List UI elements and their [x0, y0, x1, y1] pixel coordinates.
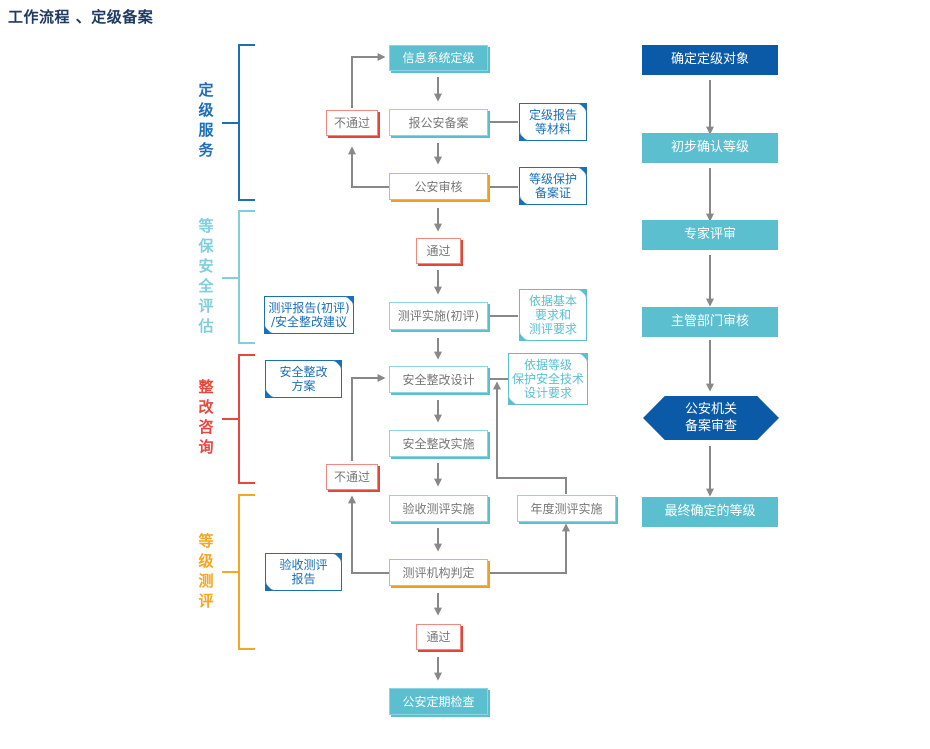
- phase-label-grading-service: 定 级 服 务: [196, 80, 216, 160]
- step-police-periodic-check[interactable]: 公安定期检查: [389, 688, 488, 715]
- bracket-phase1: [222, 44, 255, 201]
- right-step-initial-confirm[interactable]: 初步确认等级: [642, 133, 778, 163]
- step-rectify-design[interactable]: 安全整改设计: [389, 366, 488, 393]
- doc-protection-certificate[interactable]: 等级保护 备案证: [519, 167, 587, 205]
- phase-char: 估: [198, 317, 214, 335]
- phase-char: 等: [198, 217, 214, 235]
- doc-line: 要求和: [534, 308, 571, 322]
- phase-char: 定: [198, 81, 214, 99]
- step-acceptance-eval[interactable]: 验收测评实施: [389, 495, 488, 522]
- phase-label-level-evaluation: 等 级 测 评: [196, 531, 216, 611]
- bracket-phase3: [222, 354, 255, 484]
- pass-box-1[interactable]: 通过: [416, 238, 461, 264]
- doc-basis-tech-requirements[interactable]: 依据等级 保护安全技术 设计要求: [508, 353, 588, 405]
- doc-line: 安全整改: [279, 365, 328, 379]
- doc-line: 设计要求: [523, 386, 572, 400]
- step-annual-eval[interactable]: 年度测评实施: [517, 495, 616, 522]
- arrow: [351, 374, 386, 461]
- right-step-determine-object[interactable]: 确定定级对象: [642, 45, 778, 75]
- flow-arrows: [348, 53, 714, 681]
- arrow: [493, 381, 567, 494]
- hex-line: 备案审查: [684, 419, 737, 434]
- phase-char: 询: [198, 438, 214, 456]
- phase-char: 保: [198, 237, 214, 255]
- right-step-expert-review[interactable]: 专家评审: [642, 220, 778, 250]
- right-step-police-filing-review[interactable]: 公安机关 备案审查: [643, 396, 779, 440]
- doc-line: 等材料: [534, 122, 571, 136]
- bracket-phase4: [222, 494, 255, 650]
- step-eval-initial[interactable]: 测评实施(初评): [389, 302, 488, 330]
- step-agency-judgement[interactable]: 测评机构判定: [389, 559, 488, 586]
- doc-basis-basic-requirements[interactable]: 依据基本 要求和 测评要求: [519, 289, 587, 341]
- doc-line: 等级保护: [528, 172, 577, 186]
- right-step-authority-review[interactable]: 主管部门审核: [642, 307, 778, 337]
- doc-eval-report-initial[interactable]: 测评报告(初评) /安全整改建议: [264, 296, 354, 334]
- phase-char: 咨: [198, 418, 214, 436]
- step-info-system-grading[interactable]: 信息系统定级: [389, 45, 488, 71]
- arrow: [490, 523, 570, 574]
- bracket-phase2: [222, 210, 255, 344]
- doc-line: 备案证: [534, 186, 571, 200]
- doc-line: 方案: [291, 379, 316, 393]
- step-police-review[interactable]: 公安审核: [389, 173, 488, 200]
- fail-box-1[interactable]: 不通过: [326, 110, 378, 136]
- doc-line: 报告: [291, 572, 316, 586]
- doc-line: 测评要求: [528, 322, 577, 336]
- arrow: [348, 495, 389, 574]
- phase-char: 级: [198, 552, 214, 570]
- doc-rectify-plan[interactable]: 安全整改 方案: [265, 360, 342, 398]
- phase-char: 安: [198, 257, 214, 275]
- doc-line: 保护安全技术: [511, 372, 584, 386]
- doc-grading-report[interactable]: 定级报告 等材料: [519, 103, 587, 141]
- doc-line: 测评报告(初评): [268, 301, 350, 315]
- phase-char: 服: [198, 121, 214, 139]
- hex-line: 公安机关: [684, 402, 737, 417]
- step-report-police-filing[interactable]: 报公安备案: [389, 109, 488, 136]
- right-step-final-level[interactable]: 最终确定的等级: [642, 497, 778, 527]
- phase-char: 测: [198, 572, 214, 590]
- arrow: [348, 146, 389, 188]
- phase-char: 整: [198, 378, 214, 396]
- pass-box-2[interactable]: 通过: [416, 624, 461, 650]
- phase-char: 务: [198, 141, 214, 159]
- doc-line: 定级报告: [528, 108, 577, 122]
- doc-line: /安全整改建议: [270, 315, 348, 329]
- phase-char: 评: [198, 297, 214, 315]
- phase-char: 级: [198, 101, 214, 119]
- page-title: 工作流程 、定级备案: [8, 8, 154, 26]
- doc-acceptance-report[interactable]: 验收测评 报告: [265, 553, 342, 591]
- phase-char: 改: [198, 398, 214, 416]
- doc-line: 依据基本: [528, 294, 577, 308]
- step-rectify-implementation[interactable]: 安全整改实施: [389, 430, 488, 457]
- arrow: [351, 53, 386, 108]
- phase-label-rectification-consulting: 整 改 咨 询: [196, 377, 216, 457]
- phase-char: 全: [198, 277, 214, 295]
- phase-char: 等: [198, 532, 214, 550]
- doc-line: 验收测评: [279, 558, 328, 572]
- doc-line: 依据等级: [523, 358, 572, 372]
- phase-char: 评: [198, 592, 214, 610]
- fail-box-2[interactable]: 不通过: [326, 464, 378, 490]
- phase-label-security-assessment: 等 保 安 全 评 估: [196, 216, 216, 336]
